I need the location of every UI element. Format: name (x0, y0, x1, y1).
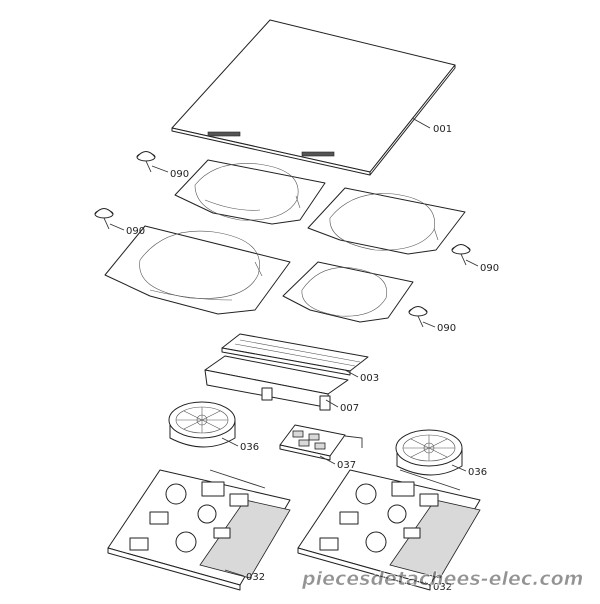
fan-part-left (168, 401, 236, 448)
coil-plate-top-left (174, 159, 326, 225)
label-foot-3: 090 (480, 263, 499, 274)
coil-plate-bottom-right (282, 261, 414, 323)
power-board-part-right (297, 469, 481, 591)
label-foot-2: 090 (126, 226, 145, 237)
label-control-board: 037 (337, 460, 356, 471)
glass-top-part (171, 19, 456, 176)
control-panel-part (221, 333, 369, 376)
foot-part-2 (94, 208, 114, 230)
foot-part-3 (451, 244, 471, 266)
label-power-board-right: 032 (433, 582, 452, 593)
coil-plate-top-right (307, 187, 466, 255)
label-control-panel: 003 (360, 373, 379, 384)
label-foot-4: 090 (437, 323, 456, 334)
control-board-part (279, 424, 363, 461)
control-support-part (204, 355, 349, 411)
label-foot-1: 090 (170, 169, 189, 180)
label-glass-top: 001 (433, 124, 452, 135)
fan-part-right (395, 429, 463, 476)
label-fan-left: 036 (240, 442, 259, 453)
label-power-board-left: 032 (246, 572, 265, 583)
leader-lines (109, 117, 479, 587)
foot-part-4 (408, 306, 428, 328)
power-board-part-left (107, 469, 291, 591)
label-control-support: 007 (340, 403, 359, 414)
foot-part-1 (136, 151, 156, 173)
watermark-text: piecesdetachees-elec.com (301, 568, 583, 590)
coil-plate-bottom-left (104, 225, 291, 315)
label-fan-right: 036 (468, 467, 487, 478)
